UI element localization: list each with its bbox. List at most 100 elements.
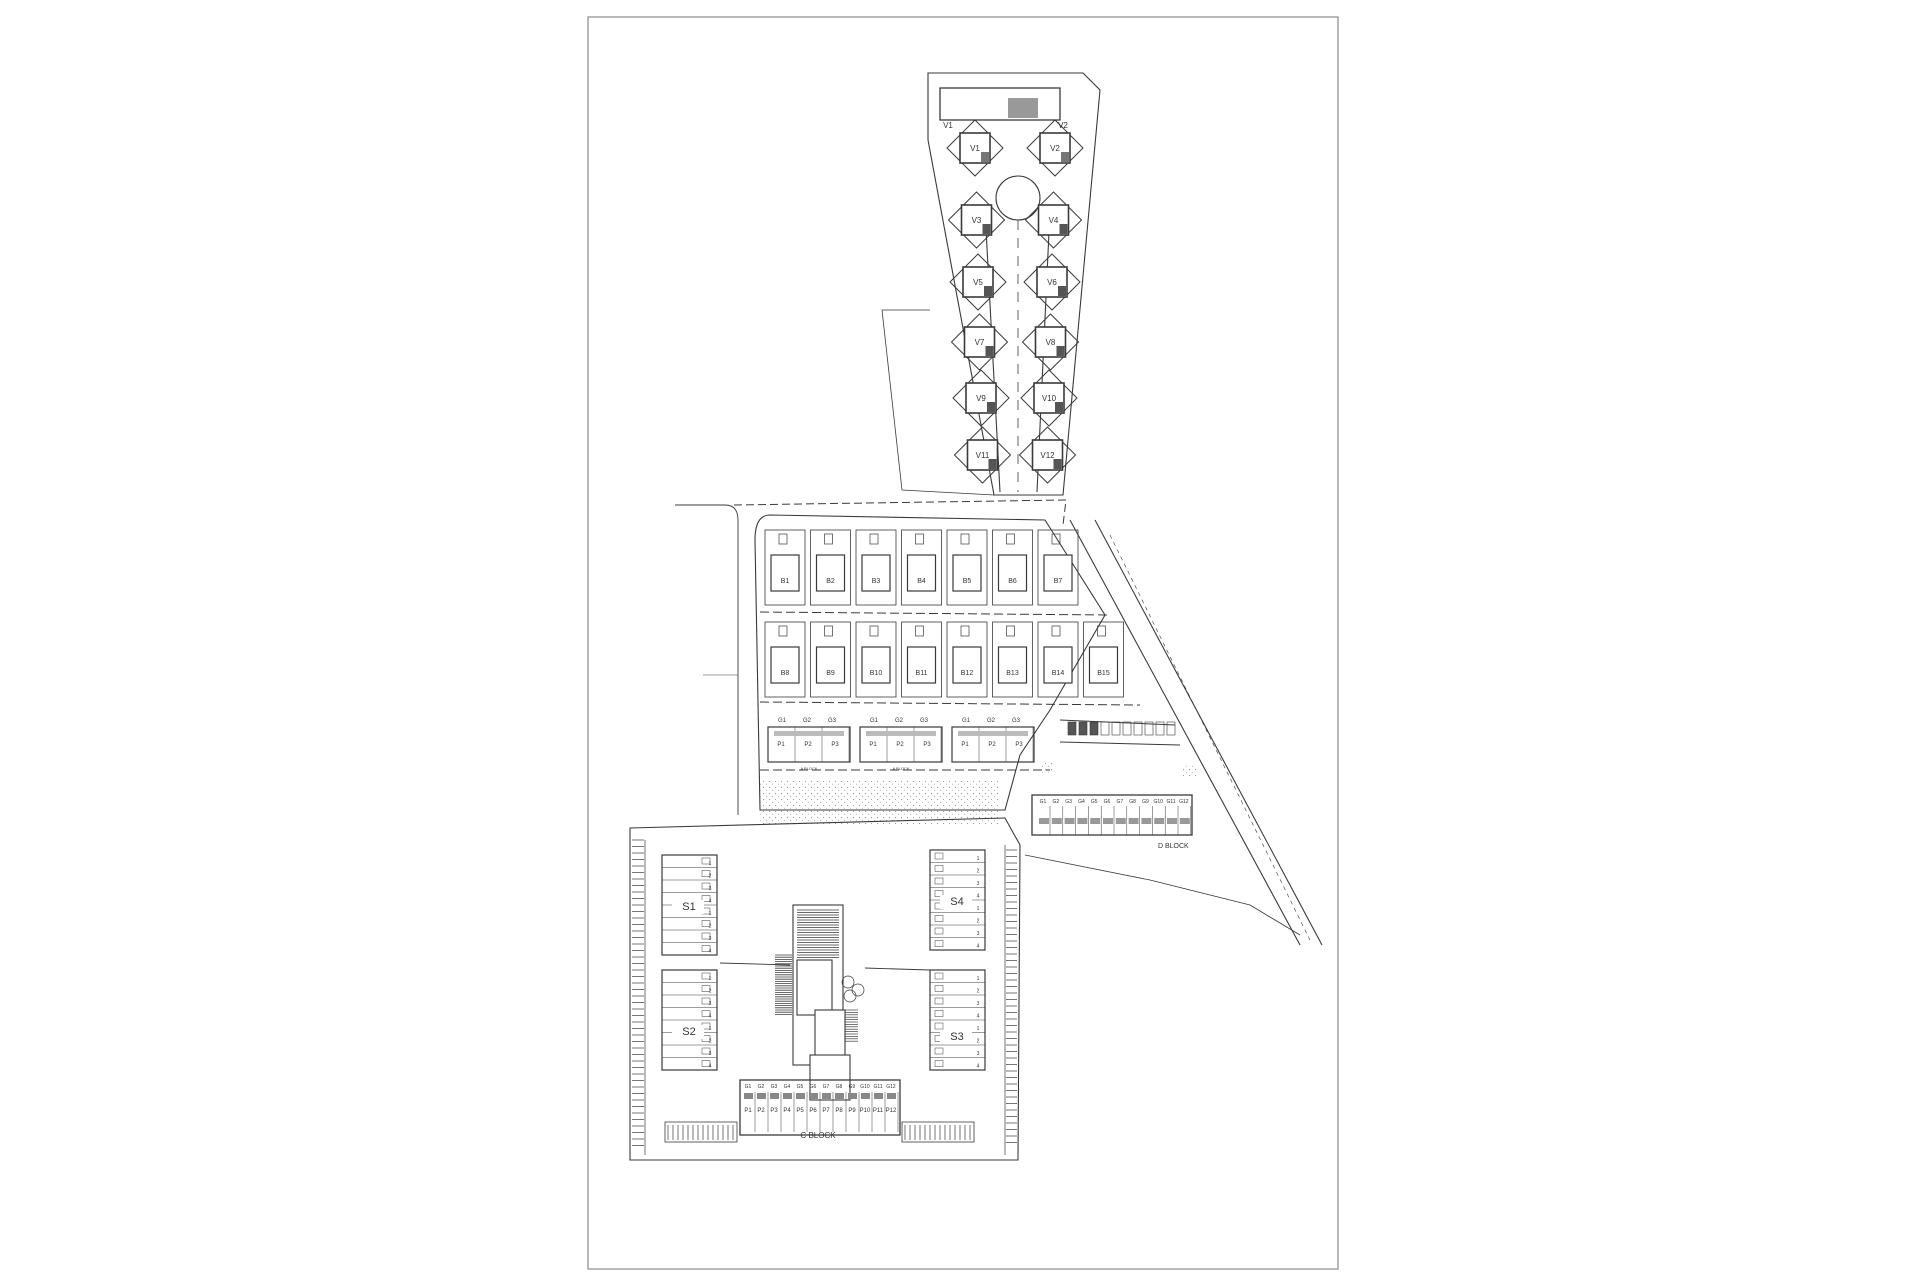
s-unit-box xyxy=(934,985,944,992)
c-unit-garage xyxy=(757,1093,766,1099)
d-hedge-right xyxy=(1182,765,1196,777)
house-b9: B9 xyxy=(810,621,851,698)
c-unit-label: P6 xyxy=(809,1108,817,1114)
villa-v9: V9 xyxy=(952,369,1010,427)
s-unit-number: 2 xyxy=(977,919,980,925)
house-footprint xyxy=(997,554,1028,592)
house-garage xyxy=(1097,625,1106,637)
c-unit-garage xyxy=(744,1093,753,1099)
c-garage-label: G12 xyxy=(886,1084,896,1090)
villa-plot xyxy=(1021,313,1080,371)
villa-label: V3 xyxy=(972,216,982,225)
s-unit-number: 1 xyxy=(977,906,980,912)
east-road-edge-1 xyxy=(1069,519,1301,946)
s-unit-box xyxy=(934,877,944,885)
house-plot xyxy=(855,621,897,698)
s-label-bg xyxy=(940,895,972,909)
a-garage-label: G2 xyxy=(987,718,996,724)
villa-v7: V7 xyxy=(950,313,1009,371)
house-b5: B5 xyxy=(946,529,988,606)
d-parking-bay xyxy=(1166,721,1176,736)
c-unit-label: P5 xyxy=(796,1108,804,1114)
s-unit-box xyxy=(701,857,711,865)
villa-stair xyxy=(1058,286,1066,296)
b-row-divider-2 xyxy=(759,701,1141,706)
d-unit-fill xyxy=(1064,818,1075,824)
villa-plot xyxy=(950,313,1009,371)
east-lower-boundary xyxy=(1024,854,1301,936)
house-footprint xyxy=(815,646,846,684)
a-garage-label: G1 xyxy=(870,718,879,724)
house-plot xyxy=(1037,529,1079,606)
house-footprint xyxy=(1088,646,1119,684)
house-label: B12 xyxy=(961,670,974,677)
a-garage-label: G3 xyxy=(920,718,929,724)
house-plot xyxy=(1083,621,1124,698)
s-unit-number: 2 xyxy=(709,1039,712,1045)
c-unit-garage xyxy=(874,1093,883,1099)
d-garage-label: G10 xyxy=(1153,799,1163,805)
a-unit-label: P1 xyxy=(869,742,877,748)
house-b13: B13 xyxy=(992,621,1033,698)
s-unit-number: 3 xyxy=(709,936,712,942)
east-road-edge-3 xyxy=(1109,534,1311,941)
s-unit-number: 3 xyxy=(977,1051,980,1057)
s-unit-number: 1 xyxy=(977,856,980,862)
d-garage-label: G12 xyxy=(1179,799,1189,805)
villa-zone-outer-boundary xyxy=(881,309,995,496)
villa-v8: V8 xyxy=(1021,313,1080,371)
d-unit-fill xyxy=(1167,818,1177,824)
a-unit-label: P2 xyxy=(896,742,904,748)
house-b15: B15 xyxy=(1083,621,1124,698)
landscape-strip xyxy=(758,780,998,825)
d-parking-row-lower xyxy=(1059,741,1181,746)
villa-plot xyxy=(949,253,1007,311)
house-label: B8 xyxy=(781,670,790,677)
villa-label: V9 xyxy=(976,394,986,403)
s-unit-number: 4 xyxy=(977,894,980,900)
axis-line-right xyxy=(864,967,931,971)
a-garage-label: G1 xyxy=(962,718,971,724)
villa-plot xyxy=(1018,426,1077,484)
c-unit-label: P7 xyxy=(822,1108,830,1114)
d-unit-fill xyxy=(1154,818,1165,824)
house-label: B7 xyxy=(1054,578,1063,585)
house-label: B1 xyxy=(781,578,790,585)
a-unit-label: P2 xyxy=(988,742,996,748)
house-garage xyxy=(960,625,970,637)
house-garage xyxy=(1051,625,1061,637)
s-unit-number: 1 xyxy=(709,911,712,917)
s-unit-number: 3 xyxy=(977,1001,980,1007)
c-unit-garage xyxy=(809,1093,818,1099)
s-label-bg xyxy=(940,1030,972,1044)
villa-plot xyxy=(1026,119,1084,177)
a-garage-label: G3 xyxy=(828,718,837,724)
house-footprint xyxy=(1043,646,1073,684)
b-zone-inner-road xyxy=(754,514,1106,811)
d-garage-label: G11 xyxy=(1166,799,1175,805)
c-garage-label: G2 xyxy=(758,1084,765,1090)
sheet-frame xyxy=(587,16,1339,1270)
house-label: B5 xyxy=(963,578,972,585)
house-plot xyxy=(764,529,806,606)
villa-v11: V11 xyxy=(953,426,1012,484)
s-unit-box xyxy=(701,870,711,877)
c-unit-garage xyxy=(796,1093,805,1099)
villa-label: V8 xyxy=(1046,338,1056,347)
house-b3: B3 xyxy=(855,529,897,606)
parking-bottom xyxy=(664,1121,975,1143)
house-b4: B4 xyxy=(901,529,942,606)
s-unit-box xyxy=(934,1060,944,1067)
east-access-road xyxy=(1024,519,1323,946)
villa-v6: V6 xyxy=(1023,253,1081,311)
s-unit-number: 4 xyxy=(709,949,712,955)
villa-stair xyxy=(985,346,994,356)
s-unit-number: 2 xyxy=(977,989,980,995)
